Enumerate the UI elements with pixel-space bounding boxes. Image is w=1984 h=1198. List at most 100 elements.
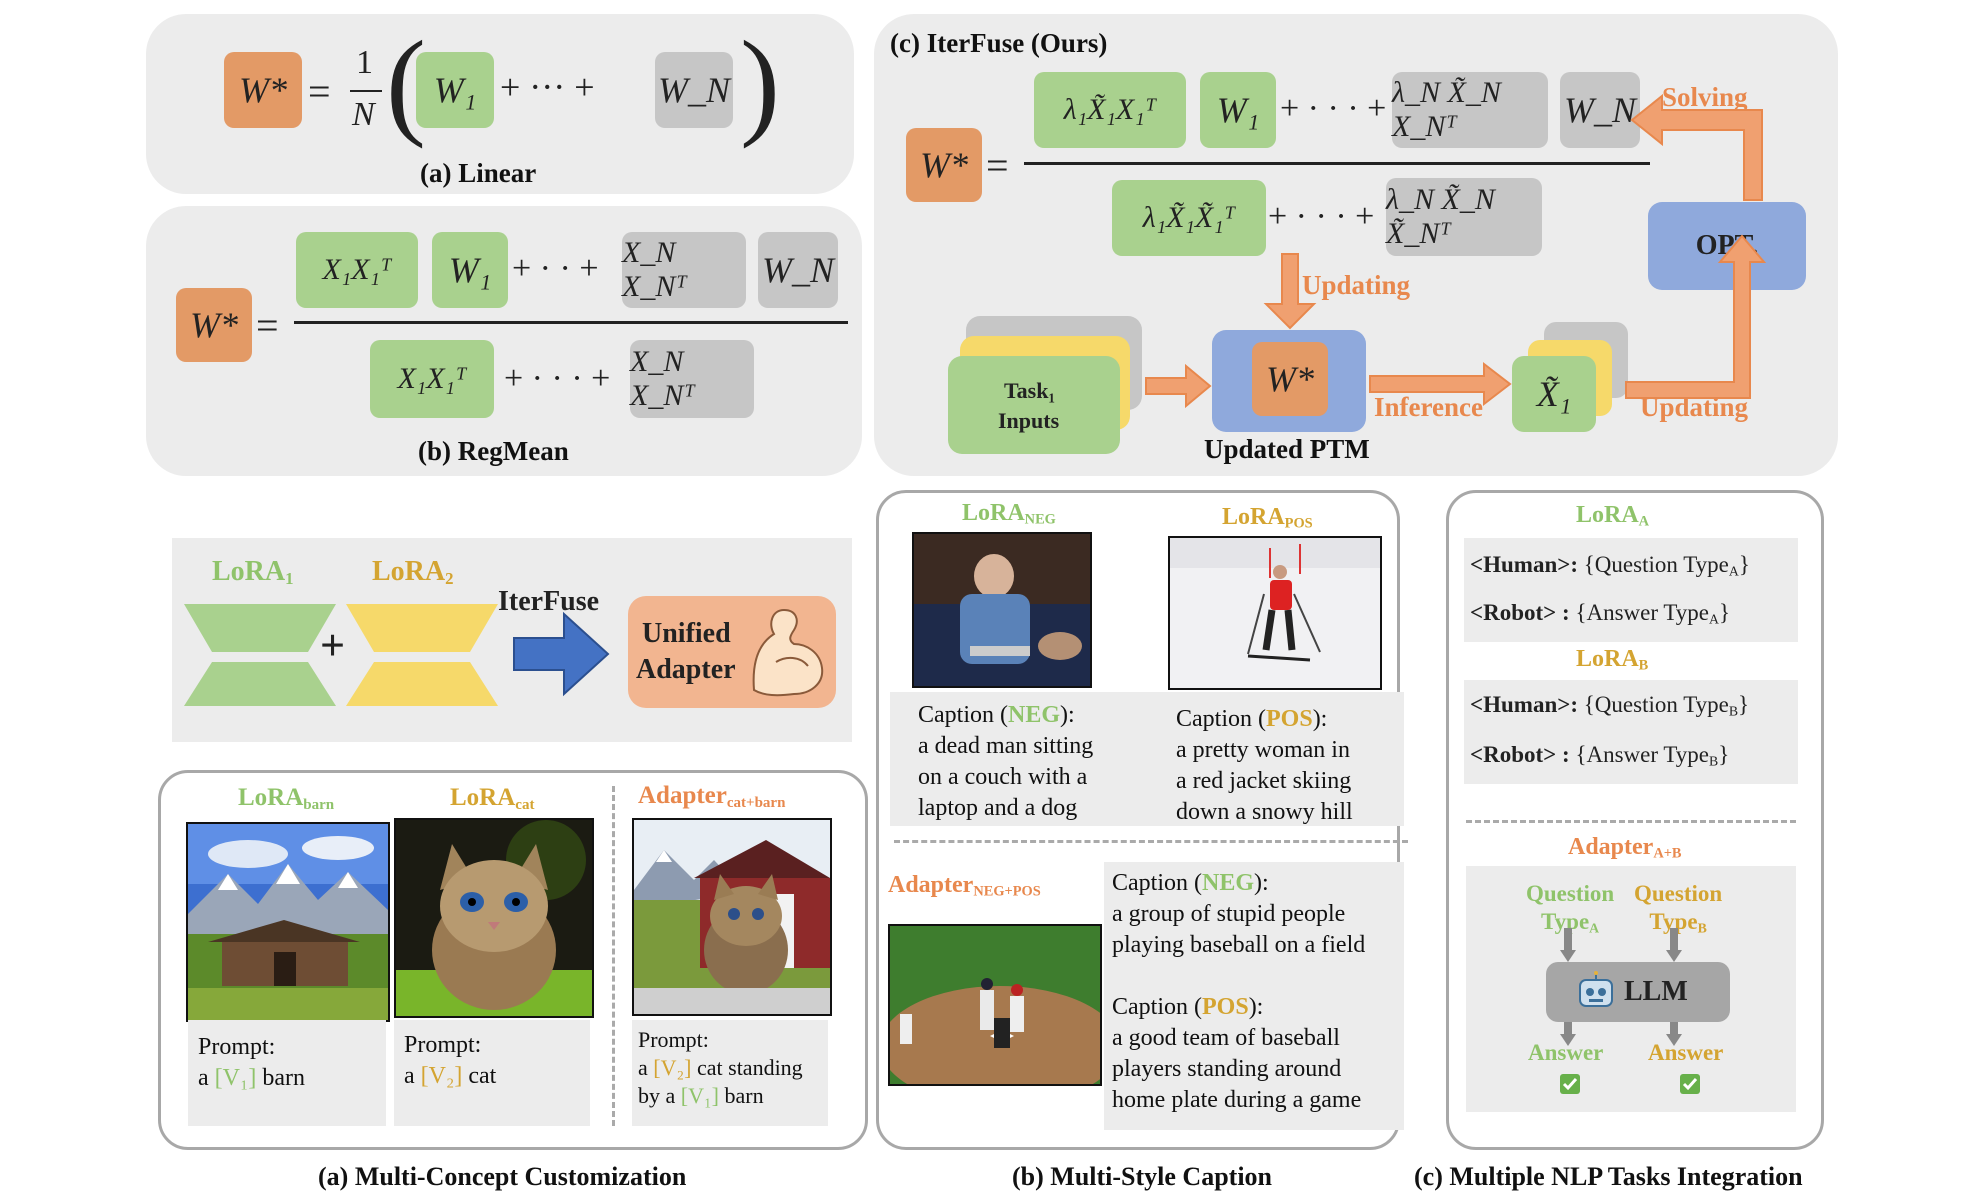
- iterfuse-frac-bar: [1024, 162, 1650, 165]
- cat-image: [394, 818, 594, 1018]
- prompt-box-1: [188, 1020, 386, 1126]
- skier-image: [1168, 536, 1382, 690]
- adapter-neg-head: Caption (NEG):: [1112, 870, 1269, 896]
- x1-green: X̃₁: [1512, 356, 1596, 432]
- answer-a: Answer: [1528, 1040, 1604, 1065]
- lora2-top-trapezoid: [346, 604, 498, 652]
- regmean-caption: (b) RegMean: [418, 436, 569, 466]
- robot-icon: [1579, 971, 1613, 1007]
- lora-a-human: <Human>: {Question TypeA}: [1470, 552, 1750, 579]
- iterfuse-den-ln: λ_N X̃_N X̃_Nᵀ: [1386, 178, 1542, 256]
- lora1-top-trapezoid: [184, 604, 336, 652]
- neg-caption-l3: laptop and a dog: [918, 795, 1078, 821]
- q-type-b: Question TypeB: [1634, 881, 1723, 936]
- regmean-eq: =: [256, 303, 279, 348]
- prompt-3-line1: a [V₂] cat standing: [638, 1055, 803, 1080]
- prompt-3-line2: by a [V₁] barn: [638, 1083, 764, 1108]
- nlp-divider: [1466, 820, 1796, 823]
- ptm-to-x1-arrow: [1369, 361, 1512, 407]
- linear-w1: W₁: [416, 52, 494, 128]
- adapter-pos-l1: a good team of baseball: [1112, 1025, 1340, 1051]
- prompt-2: Prompt: a [V₂] cat: [404, 1030, 496, 1092]
- lora-b-box: [1464, 680, 1798, 784]
- iterfuse-num-ln: λ_N X̃_N X_Nᵀ: [1392, 72, 1548, 148]
- linear-caption: (a) Linear: [420, 158, 537, 188]
- linear-eq: =: [308, 69, 331, 114]
- llm-box: [1546, 962, 1730, 1022]
- lora-barn-label: LoRAbarn: [238, 784, 335, 813]
- pos-caption-l2: a red jacket skiing: [1176, 768, 1352, 794]
- iterfuse-label: IterFuse: [498, 586, 600, 617]
- prompt-1-text: a [V₁] barn: [198, 1065, 305, 1091]
- regmean-den-xn: X_N X_Nᵀ: [630, 340, 754, 418]
- prompt-3: Prompt: a [V₂] cat standing by a [V₁] ba…: [638, 1026, 803, 1110]
- iterfuse-title: (c) IterFuse (Ours): [890, 28, 1108, 58]
- lora-cat-label: LoRAcat: [450, 784, 535, 813]
- regmean-frac-bar: [294, 321, 848, 324]
- linear-wn: W_N: [655, 52, 733, 128]
- check-icon-a: [1560, 1074, 1580, 1094]
- q-type-a: Question TypeA: [1526, 881, 1615, 936]
- task-inputs-l2: Inputs: [998, 408, 1060, 433]
- adapter-caption-box: [1104, 862, 1404, 1130]
- lora-b-robot: <Robot> : {Answer TypeB}: [1470, 742, 1730, 769]
- regmean-den-x1: X₁X₁ᵀ: [370, 340, 494, 418]
- iterfuse-eq: =: [986, 143, 1009, 188]
- iterfuse-num-dots: + · · · +: [1280, 90, 1387, 127]
- nlp-caption: (c) Multiple NLP Tasks Integration: [1414, 1162, 1803, 1191]
- iterfuse-den-l1: λ₁X̃₁X̃₁ᵀ: [1112, 180, 1266, 256]
- adapter-cat-barn-label: Adaptercat+barn: [638, 782, 786, 811]
- updating-down-arrow: [1263, 253, 1317, 330]
- pos-caption-l1: a pretty woman in: [1176, 737, 1350, 763]
- adapter-neg-pos-label: AdapterNEG+POS: [888, 872, 1041, 900]
- pos-caption-l3: down a snowy hill: [1176, 799, 1353, 825]
- adapter-pos-l2: players standing around: [1112, 1056, 1342, 1082]
- unified-l2: Adapter: [636, 654, 736, 685]
- multi-concept-caption: (a) Multi-Concept Customization: [318, 1162, 687, 1191]
- adapter-pos-head: Caption (POS):: [1112, 994, 1264, 1020]
- pos-caption-head: Caption (POS):: [1176, 706, 1328, 732]
- style-divider: [894, 840, 1408, 843]
- lora-neg-label: LoRANEG: [962, 500, 1056, 528]
- prompt-1: Prompt: a [V₁] barn: [198, 1032, 305, 1094]
- regmean-num-x1: X₁X₁ᵀ: [296, 232, 418, 308]
- lora1-bottom-trapezoid: [184, 662, 336, 706]
- prompt-1-label: Prompt:: [198, 1034, 276, 1060]
- neg-caption-box: [890, 692, 1404, 826]
- iterfuse-opt: OPT.: [1648, 202, 1806, 290]
- updated-ptm-w-star: W*: [1252, 342, 1328, 416]
- flexed-bicep-icon: [752, 608, 824, 697]
- lora-b-human: <Human>: {Question TypeB}: [1470, 692, 1750, 719]
- linear-plus-dots: + ··· +: [500, 67, 595, 107]
- task-inputs-l1: Task₁: [1004, 378, 1056, 403]
- neg-caption-head: Caption (NEG):: [918, 702, 1075, 728]
- iterfuse-solving: Solving: [1662, 82, 1748, 112]
- prompt-2-label: Prompt:: [404, 1032, 482, 1058]
- adapter-neg-caption: Caption (NEG): a group of stupid people …: [1112, 868, 1365, 961]
- llm-label: LLM: [1624, 976, 1688, 1007]
- lora-pos-label: LoRAPOS: [1222, 504, 1313, 532]
- prompt-box-3: [632, 1020, 828, 1126]
- pos-caption: Caption (POS): a pretty woman in a red j…: [1176, 704, 1353, 828]
- updated-ptm-label: Updated PTM: [1204, 434, 1370, 464]
- linear-frac-bar: [350, 90, 382, 92]
- lora-a-robot: <Robot> : {Answer TypeA}: [1470, 600, 1731, 627]
- concept-divider: [612, 786, 615, 1126]
- lora2-label: LoRA2: [372, 556, 454, 589]
- regmean-num-xn: X_N X_Nᵀ: [622, 232, 746, 308]
- lora2-bottom-trapezoid: [346, 662, 498, 706]
- neg-caption-l2: on a couch with a: [918, 764, 1088, 790]
- adapter-neg-l2: playing baseball on a field: [1112, 932, 1366, 958]
- task-to-ptm-arrow: [1145, 363, 1212, 409]
- adapter-pos-l3: home plate during a game: [1112, 1087, 1362, 1113]
- x1-to-opt-arrow: [1625, 234, 1767, 399]
- neg-caption: Caption (NEG): a dead man sitting on a c…: [918, 700, 1093, 824]
- linear-frac-den: N: [352, 96, 375, 133]
- iterfuse-blue-arrow: [513, 611, 610, 697]
- iterfuse-arrows: [1145, 93, 1767, 409]
- linear-w-star: W*: [224, 52, 302, 128]
- iterfuse-updating-top: Updating: [1302, 270, 1411, 300]
- check-icon-b: [1680, 1074, 1700, 1094]
- iterfuse-num-w1: W₁: [1200, 72, 1276, 148]
- iterfuse-num-l1: λ₁X̃₁X₁ᵀ: [1034, 72, 1186, 148]
